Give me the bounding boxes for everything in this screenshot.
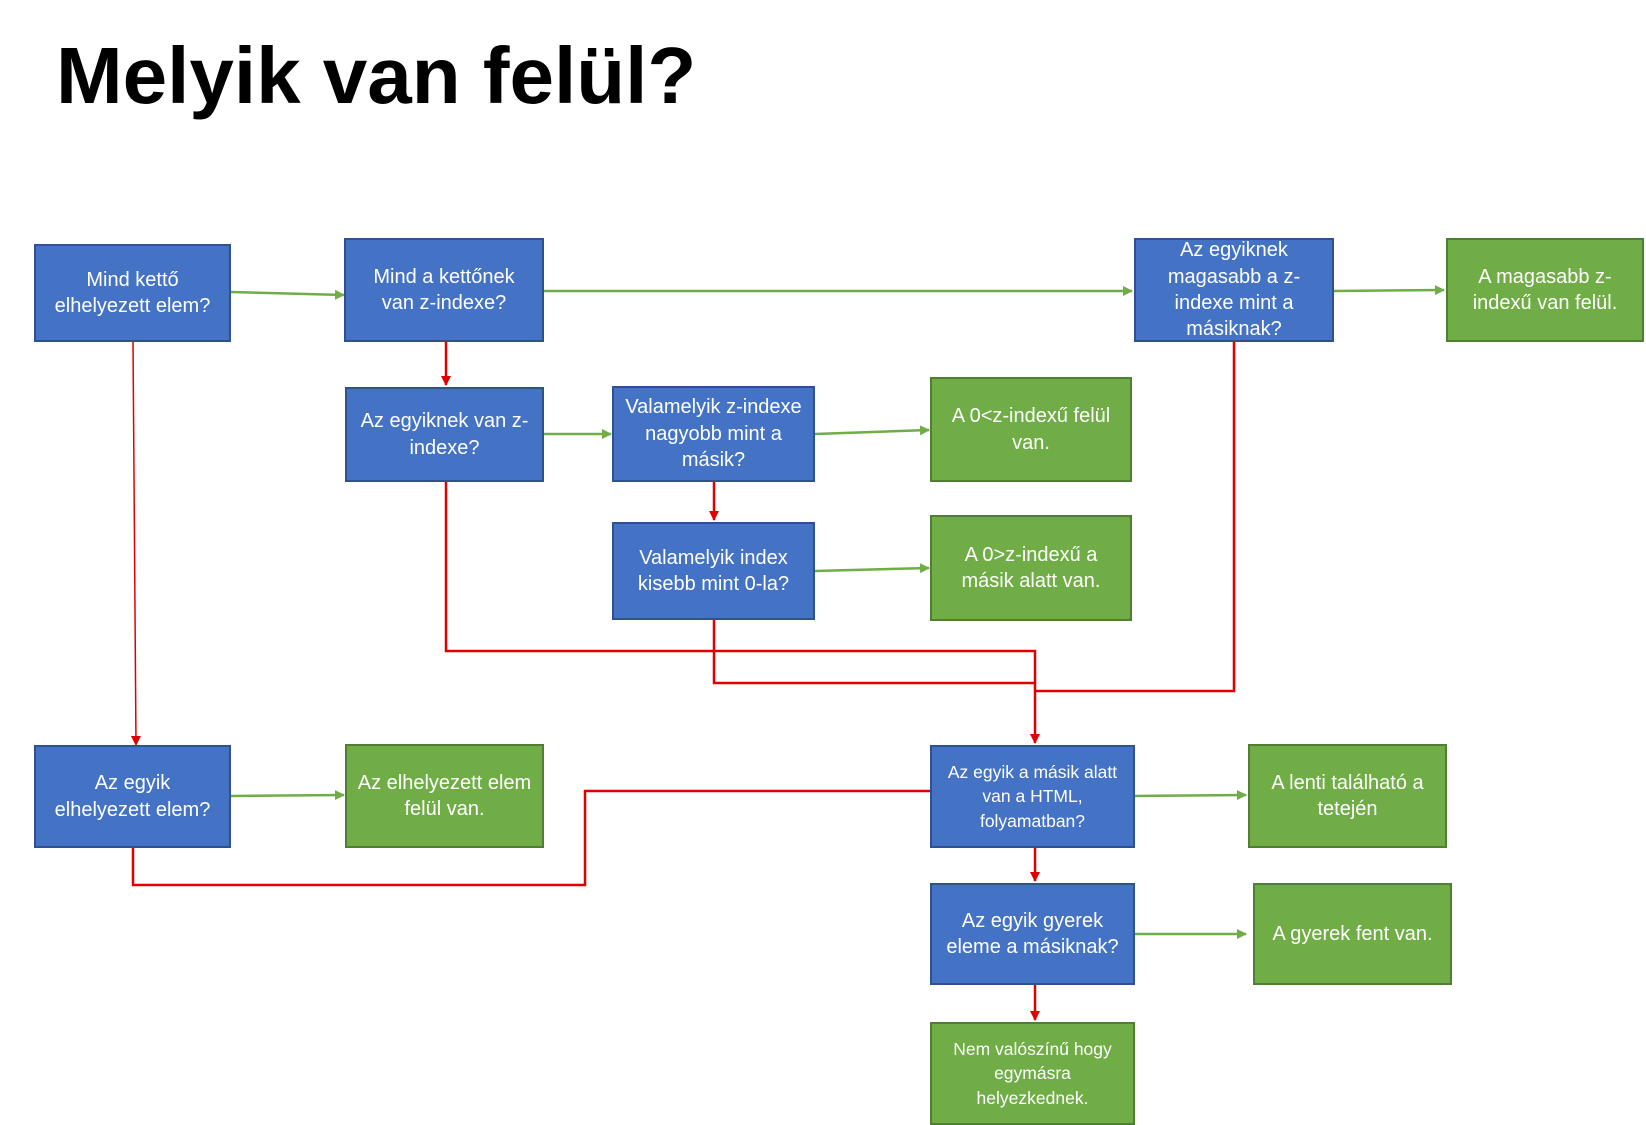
answer-positioned-on-top: Az elhelyezett elem felül van. — [345, 744, 544, 848]
question-both-zindex: Mind a kettőnek van z-indexe? — [344, 238, 544, 342]
answer-child-on-top: A gyerek fent van. — [1253, 883, 1452, 985]
question-index-less-zero: Valamelyik index kisebb mint 0-la? — [612, 522, 815, 620]
answer-positive-z-on-top-label: A 0<z-indexű felül van. — [951, 405, 1111, 454]
question-z-greater-label: Valamelyik z-indexe nagyobb mint a másik… — [625, 396, 802, 472]
question-below-in-html: Az egyik a másik alatt van a HTML, folya… — [930, 745, 1135, 848]
arrow-yes-below-in-html — [1134, 790, 1247, 801]
arrow-no-one-positioned — [131, 786, 940, 887]
answer-child-on-top-label: A gyerek fent van. — [1272, 922, 1433, 945]
question-both-positioned: Mind kettő elhelyezett elem? — [34, 244, 231, 342]
answer-higher-z-on-top: A magasabb z-indexű van felül. — [1446, 238, 1644, 342]
question-both-zindex-label: Mind a kettőnek van z-indexe? — [373, 265, 515, 314]
arrow-no-both-positioned — [130, 341, 141, 746]
question-one-higher-z: Az egyiknek magasabb a z-indexe mint a m… — [1134, 238, 1334, 342]
question-is-child: Az egyik gyerek eleme a másiknak? — [930, 883, 1135, 985]
arrow-yes-z-greater — [814, 425, 930, 436]
arrow-yes-index-less-zero — [814, 563, 930, 574]
answer-unlikely-overlap-label: Nem valószínű hogy egymásra helyezkednek… — [953, 1039, 1112, 1108]
arrow-no-index-less-zero — [712, 620, 1035, 685]
page-title: Melyik van felül? — [56, 31, 697, 120]
answer-negative-z-below-label: A 0>z-indexű a másik alatt van. — [961, 543, 1101, 592]
question-below-in-html-label: Az egyik a másik alatt van a HTML, folya… — [947, 762, 1118, 831]
answer-positive-z-on-top: A 0<z-indexű felül van. — [930, 377, 1132, 482]
question-both-positioned-label: Mind kettő elhelyezett elem? — [54, 268, 211, 317]
question-z-greater: Valamelyik z-indexe nagyobb mint a másik… — [612, 386, 815, 482]
question-is-child-label: Az egyik gyerek eleme a másiknak? — [946, 909, 1119, 958]
arrow-yes-higher-z — [1333, 285, 1445, 296]
arrow-yes-one-positioned — [230, 790, 345, 801]
arrow-yes-both-positioned — [230, 289, 345, 300]
arrow-no-higher-z — [1035, 342, 1236, 693]
question-one-has-zindex-label: Az egyiknek van z-indexe? — [360, 410, 529, 459]
answer-unlikely-overlap: Nem valószínű hogy egymásra helyezkednek… — [930, 1022, 1135, 1125]
answer-negative-z-below: A 0>z-indexű a másik alatt van. — [930, 515, 1132, 621]
question-one-positioned-label: Az egyik elhelyezett elem? — [54, 772, 211, 821]
answer-lower-on-top-label: A lenti található a tetején — [1271, 771, 1424, 820]
answer-lower-on-top: A lenti található a tetején — [1248, 744, 1447, 848]
arrow-no-one-has-zindex — [444, 482, 1040, 744]
answer-higher-z-on-top-label: A magasabb z-indexű van felül. — [1472, 265, 1618, 314]
answer-positioned-on-top-label: Az elhelyezett elem felül van. — [357, 771, 532, 820]
question-one-has-zindex: Az egyiknek van z-indexe? — [345, 387, 544, 482]
question-one-positioned: Az egyik elhelyezett elem? — [34, 745, 231, 848]
question-one-higher-z-label: Az egyiknek magasabb a z-indexe mint a m… — [1167, 239, 1301, 341]
question-index-less-zero-label: Valamelyik index kisebb mint 0-la? — [637, 546, 790, 595]
